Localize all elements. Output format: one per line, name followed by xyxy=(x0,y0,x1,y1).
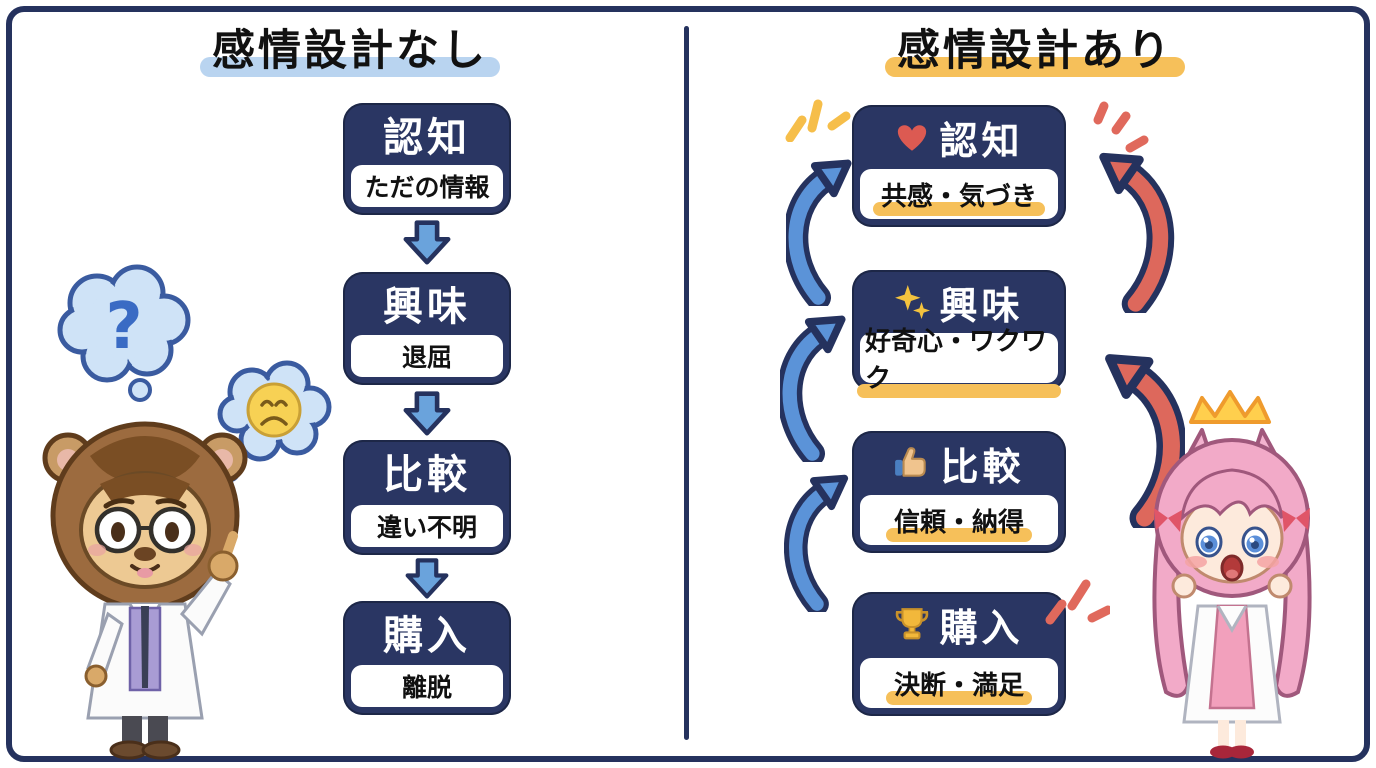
step-subarea: 信頼・納得 xyxy=(860,495,1058,545)
right-panel-title: 感情設計あり xyxy=(835,16,1235,78)
step-subarea: 決断・満足 xyxy=(860,658,1058,708)
right-step-interest: 興味 好奇心・ワクワク xyxy=(852,270,1066,398)
thought-bubble-sad-face xyxy=(217,360,332,482)
thought-bubble-question: ? xyxy=(57,264,191,402)
step-sublabel: 違い不明 xyxy=(376,513,477,542)
sparkles-icon xyxy=(895,285,931,319)
step-sublabel: 退屈 xyxy=(401,343,452,372)
sparkle-emphasis-coral-icon xyxy=(1045,579,1110,625)
bubble-trail-dot xyxy=(128,378,152,402)
left-step-purchase: 購入 離脱 xyxy=(343,601,511,715)
title-highlight-yellow xyxy=(885,57,1185,77)
left-panel-title: 感情設計なし xyxy=(150,16,550,78)
sublabel-highlight xyxy=(885,690,1032,705)
hair-ribbon-icon xyxy=(1154,508,1310,532)
step-subarea: ただの情報 xyxy=(351,165,503,207)
step-sublabel: 信頼・納得 xyxy=(893,507,1024,538)
lion-professor-mascot xyxy=(42,421,248,760)
sublabel-highlight xyxy=(872,201,1045,216)
step-sublabel: 決断・満足 xyxy=(893,670,1024,701)
step-subarea: 好奇心・ワクワク xyxy=(857,327,1061,398)
down-arrow-icon xyxy=(405,558,449,599)
step-subarea: 離脱 xyxy=(351,665,503,707)
curved-up-arrow-blue-icon xyxy=(780,315,846,462)
step-label: 比較 xyxy=(383,452,471,498)
step-label: 購入 xyxy=(939,605,1024,650)
sublabel-highlight xyxy=(857,384,1061,398)
heart-icon xyxy=(898,125,927,151)
left-step-interest: 興味 退屈 xyxy=(343,272,511,385)
trophy-icon xyxy=(896,608,929,640)
step-label: 比較 xyxy=(940,444,1025,489)
curved-up-arrow-blue-icon xyxy=(786,159,852,306)
question-mark-icon: ? xyxy=(105,290,142,364)
excitement-crown-icon xyxy=(1189,390,1271,424)
right-step-purchase: 購入 決断・満足 xyxy=(852,592,1066,716)
step-sublabel: ただの情報 xyxy=(364,173,490,202)
down-arrow-icon xyxy=(403,220,451,265)
curved-up-arrow-coral-icon xyxy=(1099,152,1175,313)
step-subarea: 共感・気づき xyxy=(860,169,1058,219)
catgirl-assistant-mascot xyxy=(1152,390,1312,759)
step-sublabel: 離脱 xyxy=(401,673,452,702)
step-sublabel: 好奇心・ワクワク xyxy=(865,327,1048,394)
center-divider xyxy=(684,26,689,740)
step-label: 認知 xyxy=(939,118,1024,163)
right-title-text: 感情設計あり xyxy=(897,26,1173,76)
step-label: 興味 xyxy=(939,283,1024,328)
right-step-comparison: 比較 信頼・納得 xyxy=(852,431,1066,553)
step-label: 購入 xyxy=(383,613,471,659)
title-highlight-blue xyxy=(200,57,500,77)
step-subarea: 退屈 xyxy=(351,335,503,377)
curved-up-arrow-blue-icon xyxy=(784,474,849,612)
sad-face-icon xyxy=(246,382,302,438)
step-sublabel: 共感・気づき xyxy=(880,181,1037,212)
left-step-awareness: 認知 ただの情報 xyxy=(343,103,511,215)
sublabel-highlight xyxy=(885,527,1032,542)
left-step-comparison: 比較 違い不明 xyxy=(343,440,511,555)
thumbs-up-icon xyxy=(895,447,927,477)
step-label: 認知 xyxy=(383,115,471,161)
left-title-text: 感情設計なし xyxy=(212,26,488,76)
sparkle-emphasis-coral-icon xyxy=(1093,101,1149,153)
sparkle-emphasis-yellow-icon xyxy=(785,99,851,142)
step-subarea: 違い不明 xyxy=(351,505,503,547)
step-label: 興味 xyxy=(383,284,471,330)
right-step-awareness: 認知 共感・気づき xyxy=(852,105,1066,227)
down-arrow-icon xyxy=(403,391,451,436)
